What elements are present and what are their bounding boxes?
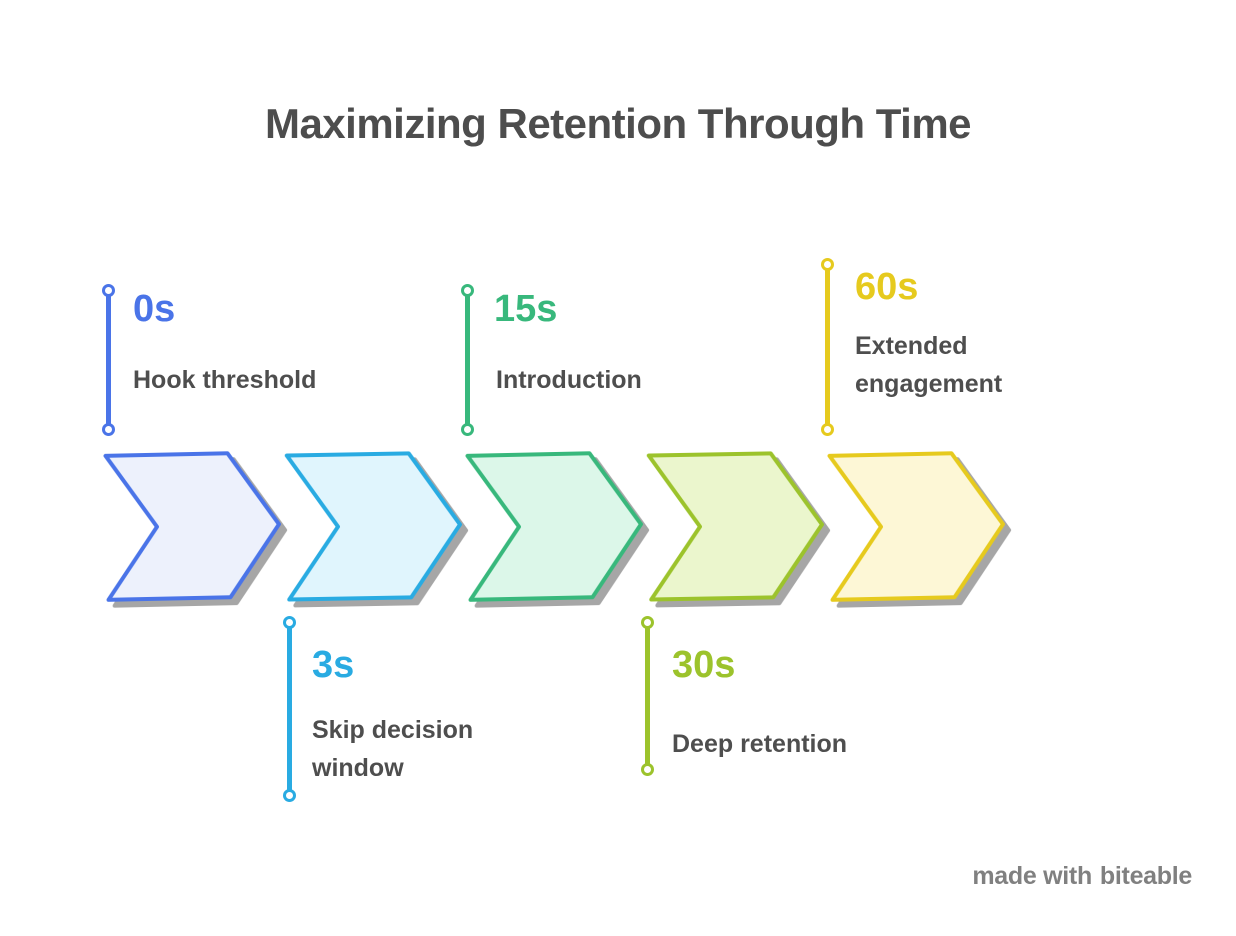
timeline-dot: [282, 616, 296, 629]
stage-label-15s: Introduction: [496, 366, 642, 394]
timeline-dot: [101, 423, 115, 436]
stage-label-60s: Extended engagement: [855, 332, 1003, 398]
chevron-arrow-0s: [103, 451, 281, 602]
timeline-connector-3s: [282, 616, 296, 802]
chevron-shape: [465, 451, 643, 602]
time-label-0s: 0s: [133, 288, 176, 330]
timeline-line: [644, 628, 650, 764]
timeline-dot: [820, 258, 834, 271]
chevron-arrow-60s: [827, 451, 1005, 602]
stage-label-3s: Skip decision window: [312, 716, 474, 782]
time-label-60s: 60s: [855, 266, 919, 308]
timeline-connector-60s: [820, 258, 834, 436]
page-title: Maximizing Retention Through Time: [264, 100, 972, 147]
timeline-dot: [282, 789, 296, 802]
stage-label-30s: Deep retention: [672, 730, 848, 758]
watermark-prefix: made with: [972, 862, 1092, 890]
time-label-3s: 3s: [312, 644, 355, 686]
chevron-shape: [103, 451, 281, 602]
chevron-shape: [284, 451, 462, 602]
timeline-dot: [101, 284, 115, 297]
timeline-connector-30s: [640, 616, 654, 776]
timeline-dot: [640, 763, 654, 776]
timeline-line: [105, 296, 111, 424]
timeline-connector-15s: [460, 284, 474, 436]
time-label-15s: 15s: [494, 288, 558, 330]
stage-label-0s: Hook threshold: [133, 366, 317, 394]
timeline-dot: [460, 423, 474, 436]
timeline-line: [464, 296, 470, 424]
timeline-dot: [460, 284, 474, 297]
chevron-shape: [827, 451, 1005, 602]
chevron-shape: [646, 451, 824, 602]
time-label-30s: 30s: [672, 644, 736, 686]
timeline-line: [824, 270, 830, 424]
chevron-arrow-30s: [646, 451, 824, 602]
timeline-line: [286, 628, 292, 790]
watermark-brand: biteable: [1099, 862, 1192, 890]
chevron-arrow-15s: [465, 451, 643, 602]
timeline-dot: [820, 423, 834, 436]
timeline-dot: [640, 616, 654, 629]
timeline-connector-0s: [101, 284, 115, 436]
chevron-arrow-3s: [284, 451, 462, 602]
